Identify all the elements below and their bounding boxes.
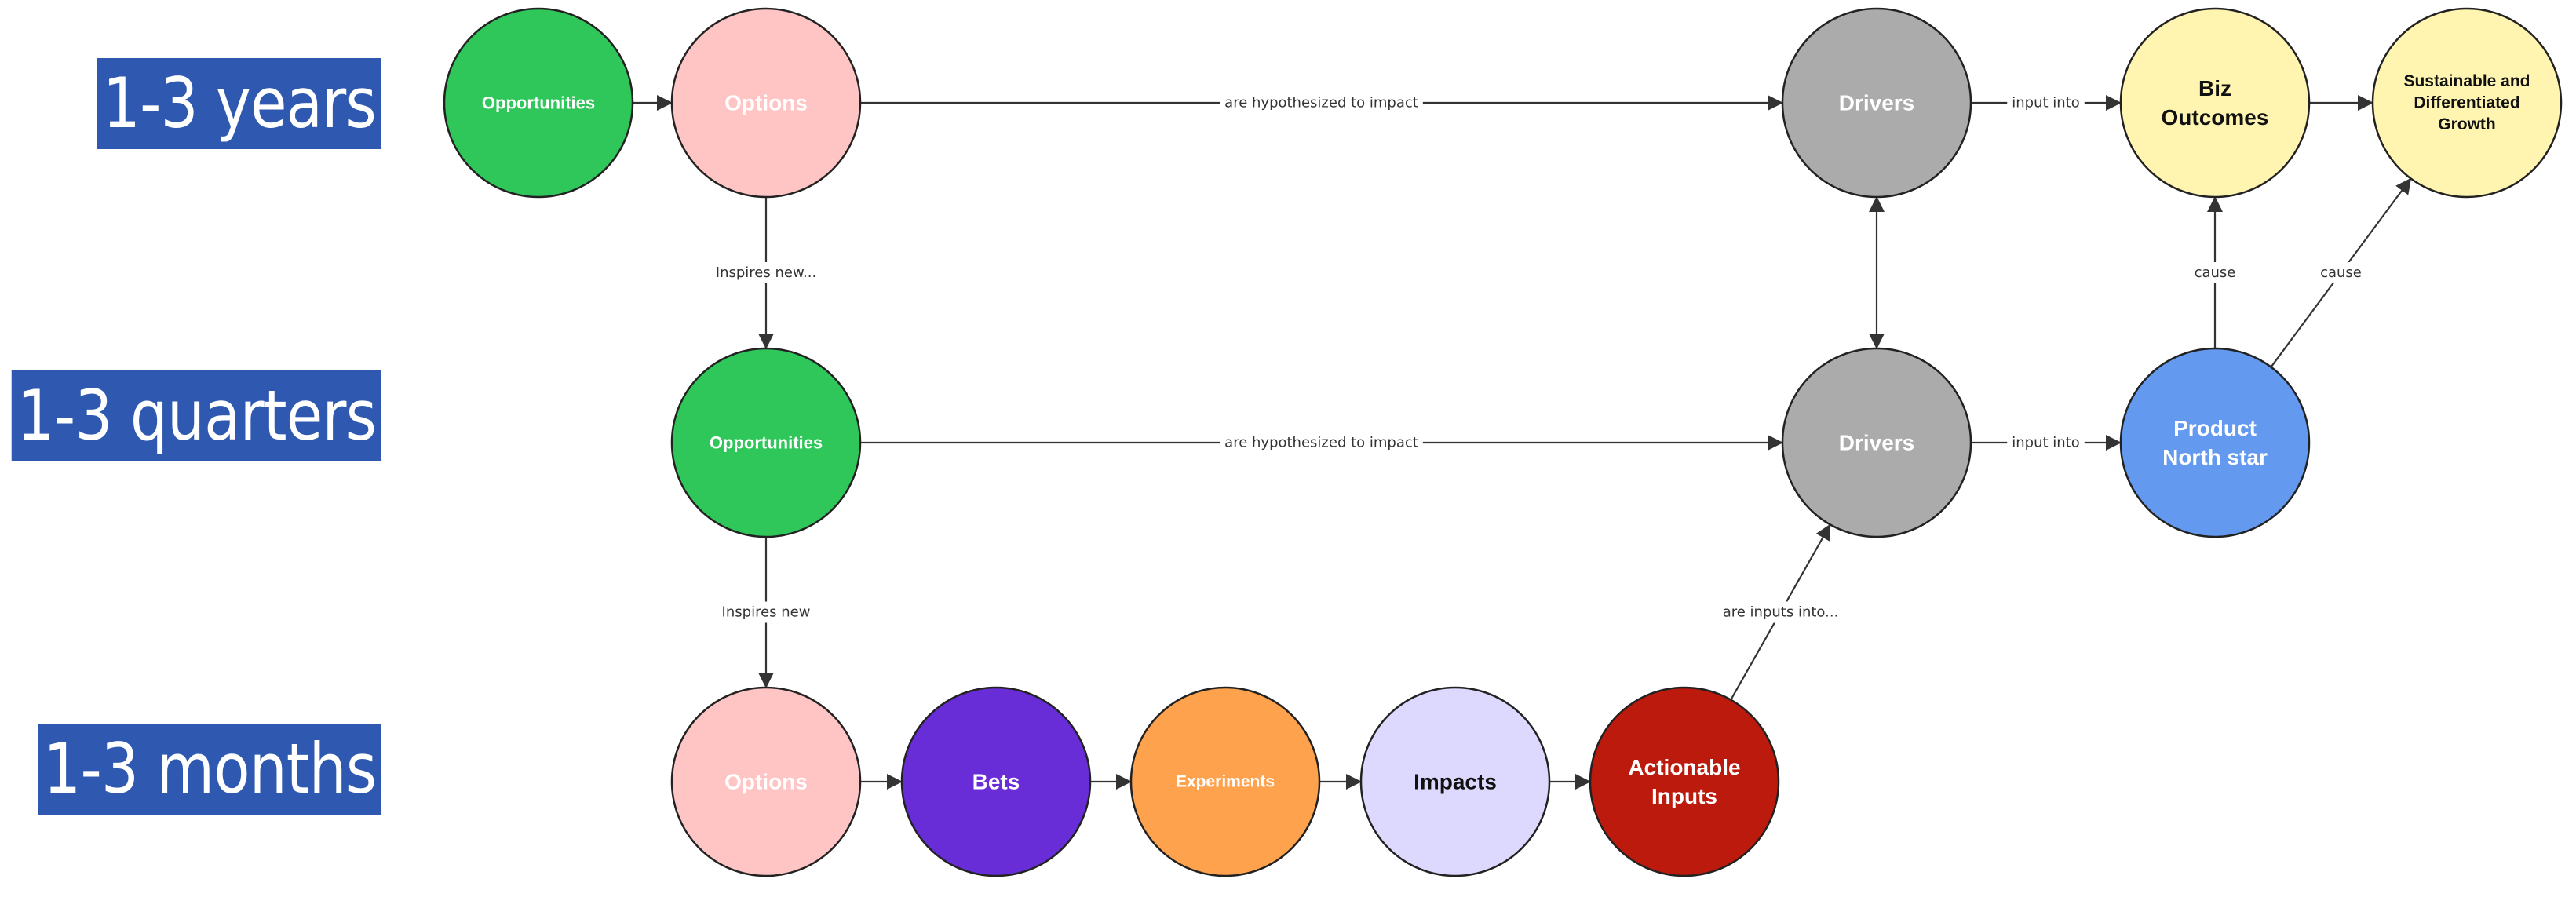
edge-label-background [2315,262,2366,283]
edge-label-text: cause [2195,264,2236,281]
node-label: Experiments [1176,773,1275,791]
node-label: Actionable [1628,755,1740,779]
node-circle [670,347,862,538]
row-label-years: 1-3 years [97,58,381,149]
node-circle [1129,686,1321,877]
edge-label-text: cause [2320,264,2362,281]
edge-drivers-to-biz-outcomes-label: input into [2007,92,2085,114]
node-circle [2119,347,2311,538]
node-circle [1589,686,1780,877]
node-label: Sustainable and [2403,72,2530,90]
node-circle [2119,7,2311,199]
node-circle [900,686,1092,877]
node-label: Drivers [1839,431,1915,455]
node-opportunities-years[interactable]: Opportunities [443,7,634,199]
edge-label-text: are inputs into... [1723,604,1839,621]
node-label: Product [2173,416,2257,440]
edge-label-text: input into [2012,435,2080,451]
edge-label-background [1220,432,1423,454]
edge-label-background [1220,92,1423,114]
edge-opportunities-to-drivers-quarters-label: are hypothesized to impact [1220,432,1423,454]
node-label: North star [2162,445,2268,469]
row-label-months: 1-3 months [38,724,381,815]
node-circle [1781,347,1972,538]
edge-label-background [710,262,822,283]
edge-label-text: Inspires new [722,604,811,621]
node-label: Differentiated [2414,94,2519,112]
node-label: Biz [2198,76,2231,100]
node-label: Inputs [1651,784,1717,808]
node-circle [2371,7,2563,199]
edge-label-background [2007,432,2085,454]
edge-north-star-to-growth-label: cause [2315,262,2366,283]
node-options-months[interactable]: Options [670,686,862,877]
edge-label-text: are hypothesized to impact [1224,435,1418,451]
node-drivers-quarters[interactable]: Drivers [1781,347,1972,538]
node-label: Opportunities [482,93,595,113]
node-drivers-years[interactable]: Drivers [1781,7,1972,199]
edge-label-text: input into [2012,95,2080,111]
edge-actionable-inputs-to-drivers-label: are inputs into... [1717,601,1844,623]
edge-opportunities-to-options-months-label: Inspires new [717,601,815,623]
node-circle [1781,7,1972,199]
node-circle [670,7,862,199]
edge-label-background [2007,92,2085,114]
edge-label-background [2189,262,2241,283]
node-label: Drivers [1839,91,1915,115]
edge-options-to-drivers-years-label: are hypothesized to impact [1220,92,1423,114]
row-label-quarters: 1-3 quarters [11,370,381,461]
node-circle [1359,686,1551,877]
node-label: Impacts [1414,770,1497,794]
edge-label-background [1717,601,1844,623]
node-opportunities-quarters[interactable]: Opportunities [670,347,862,538]
node-label: Bets [972,770,1020,794]
node-bets[interactable]: Bets [900,686,1092,877]
node-options-years[interactable]: Options [670,7,862,199]
node-label: Options [724,91,808,115]
node-experiments[interactable]: Experiments [1129,686,1321,877]
edge-north-star-to-biz-outcomes-label: cause [2189,262,2241,283]
edge-label-text: are hypothesized to impact [1224,95,1418,111]
node-label: Opportunities [710,433,823,453]
edge-label-background [717,601,815,623]
node-impacts[interactable]: Impacts [1359,686,1551,877]
edge-drivers-to-north-star-label: input into [2007,432,2085,454]
node-circle [670,686,862,877]
node-label: Options [724,770,808,794]
edge-label-text: Inspires new... [716,264,816,281]
node-label: Growth [2438,115,2496,133]
node-circle [443,7,634,199]
edge-options-to-opportunities-quarters-label: Inspires new... [710,262,822,283]
node-label: Outcomes [2162,105,2269,129]
